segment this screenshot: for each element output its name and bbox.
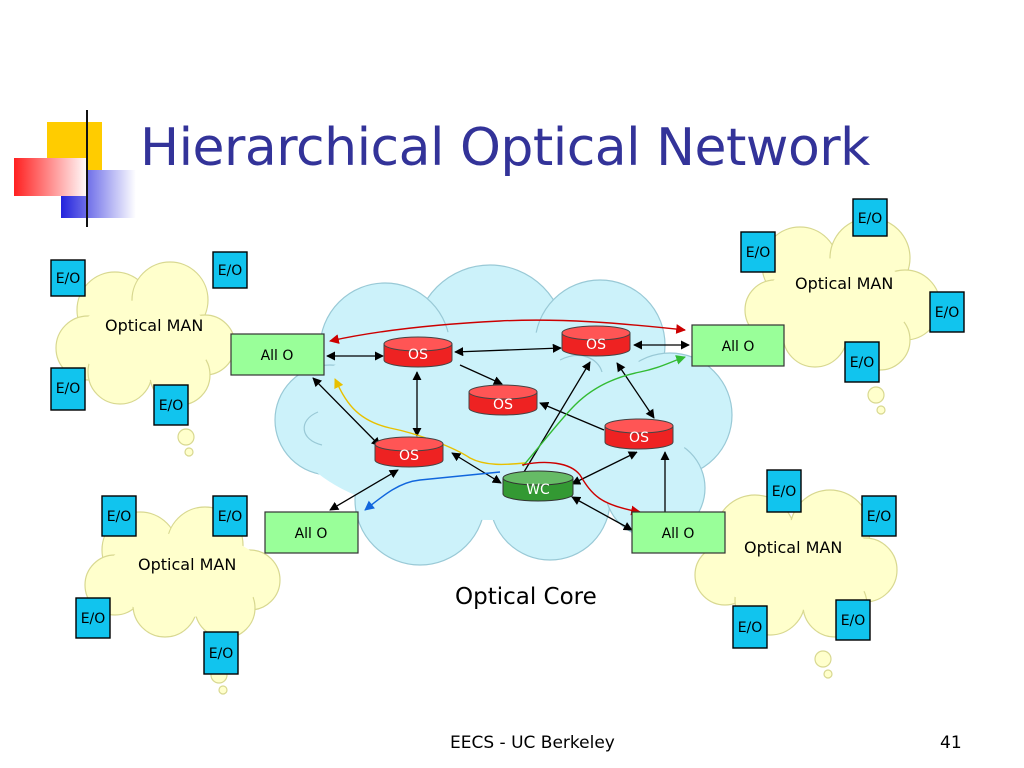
all-o-node-bottom-left: All O xyxy=(264,511,359,554)
all-o-label: All O xyxy=(295,526,328,542)
core-links xyxy=(312,340,690,531)
link-os2-os4 xyxy=(616,362,655,419)
eo-label: E/O xyxy=(867,509,892,525)
eo-label: E/O xyxy=(841,613,866,629)
link-os5-wc xyxy=(451,452,502,484)
lightpath-red-bottom xyxy=(521,461,641,516)
eo-label: E/O xyxy=(218,263,243,279)
eo-node: E/O xyxy=(101,495,137,537)
eo-label: E/O xyxy=(746,245,771,261)
optical-man-label-bottom-right: Optical MAN xyxy=(744,538,842,557)
lightpath-red-top xyxy=(329,319,686,344)
eo-label: E/O xyxy=(935,305,960,321)
all-o-label: All O xyxy=(722,339,755,355)
eo-node: E/O xyxy=(844,341,880,383)
os-node: OS xyxy=(374,436,444,468)
eo-node: E/O xyxy=(740,231,776,273)
optical-man-label-top-right: Optical MAN xyxy=(795,274,893,293)
optical-core-label: Optical Core xyxy=(455,584,597,610)
link-os3-os4 xyxy=(539,401,605,431)
page-number: 41 xyxy=(940,733,962,753)
eo-label: E/O xyxy=(772,484,797,500)
link-allo-tl-os5 xyxy=(312,377,381,447)
link-os1-os3 xyxy=(459,364,503,385)
eo-node: E/O xyxy=(861,495,897,537)
os-node: OS xyxy=(561,325,631,357)
footer-text: EECS - UC Berkeley xyxy=(450,733,615,753)
eo-node: E/O xyxy=(766,469,802,513)
eo-label: E/O xyxy=(738,620,763,636)
os-node-label: OS xyxy=(493,397,513,413)
eo-label: E/O xyxy=(81,611,106,627)
lightpath-green xyxy=(522,355,686,467)
eo-label: E/O xyxy=(858,211,883,227)
eo-node: E/O xyxy=(835,599,871,641)
wc-node-label: WC xyxy=(526,482,550,498)
optical-man-label-bottom-left: Optical MAN xyxy=(138,555,236,574)
os-node: OS xyxy=(604,418,674,450)
slide-title: Hierarchical Optical Network xyxy=(140,118,870,178)
optical-man-label-top-left: Optical MAN xyxy=(105,316,203,335)
eo-node: E/O xyxy=(212,251,248,289)
eo-node: E/O xyxy=(153,384,189,426)
optical-man-cloud-top-right xyxy=(744,217,941,415)
eo-node: E/O xyxy=(50,259,86,297)
all-o-node-top-right: All O xyxy=(691,324,785,367)
all-o-label: All O xyxy=(261,348,294,364)
all-o-label: All O xyxy=(662,526,695,542)
optical-man-cloud-top-left xyxy=(55,261,236,457)
link-os5-allo-bl xyxy=(329,469,399,511)
os-node-label: OS xyxy=(399,448,419,464)
os-node-label: OS xyxy=(408,347,428,363)
eo-node: E/O xyxy=(929,291,965,333)
eo-label: E/O xyxy=(56,271,81,287)
eo-label: E/O xyxy=(850,355,875,371)
eo-label: E/O xyxy=(218,509,243,525)
all-o-node-bottom-right: All O xyxy=(631,511,726,554)
eo-node: E/O xyxy=(212,495,248,537)
eo-node: E/O xyxy=(50,367,86,411)
link-os1-os2 xyxy=(454,343,562,357)
os-node: OS xyxy=(468,384,538,416)
eo-label: E/O xyxy=(209,646,234,662)
all-o-node-top-left: All O xyxy=(230,333,325,376)
eo-node: E/O xyxy=(203,631,239,675)
os-node-label: OS xyxy=(586,337,606,353)
decorative-logo xyxy=(14,110,960,227)
eo-node: E/O xyxy=(75,597,111,639)
os-node-label: OS xyxy=(629,430,649,446)
eo-node: E/O xyxy=(852,198,888,237)
lightpath-blue xyxy=(364,471,501,511)
eo-label: E/O xyxy=(107,509,132,525)
optical-man-cloud-bottom-right xyxy=(694,489,898,679)
link-os2-wc xyxy=(523,361,591,473)
os-node: OS xyxy=(383,336,453,368)
wc-node: WC xyxy=(502,470,574,502)
link-wc-allo-br xyxy=(571,496,633,531)
eo-node: E/O xyxy=(732,605,768,649)
eo-label: E/O xyxy=(159,398,184,414)
eo-label: E/O xyxy=(56,381,81,397)
